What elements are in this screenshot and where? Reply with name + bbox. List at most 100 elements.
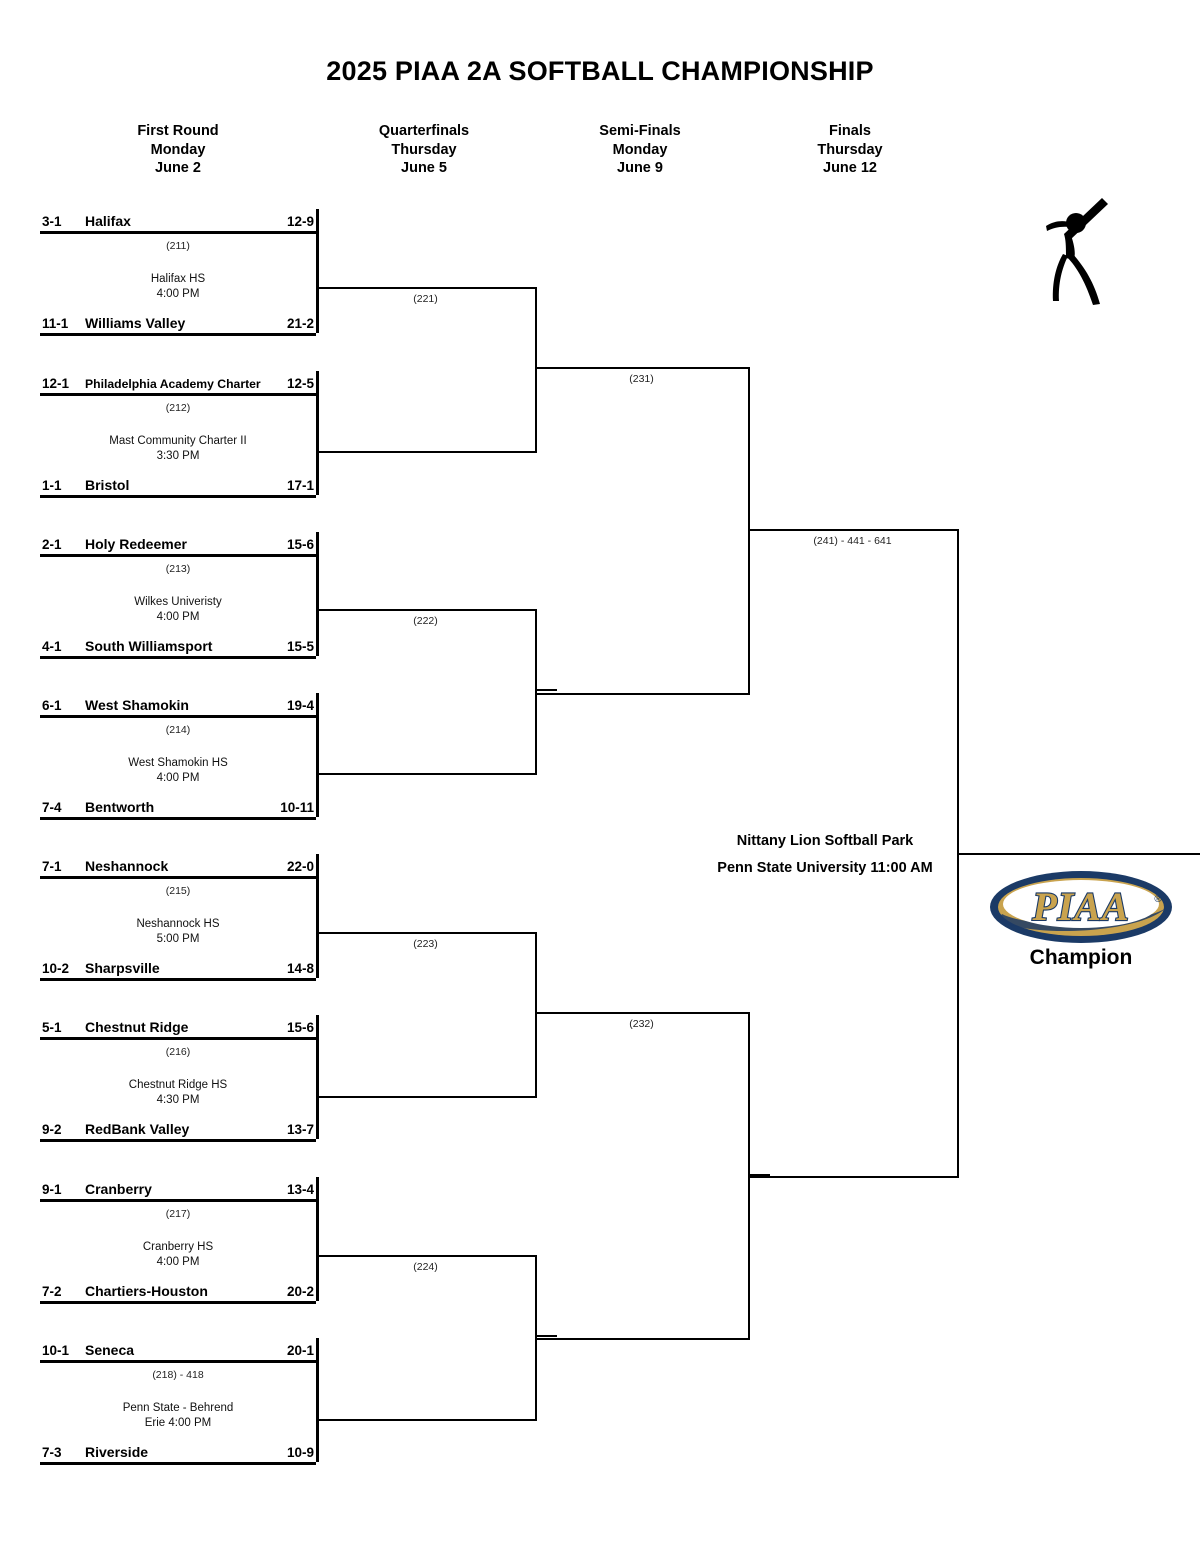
game-venue: Chestnut Ridge HS 4:30 PM <box>40 1078 316 1108</box>
venue-time: 4:00 PM <box>156 1256 200 1268</box>
bracket-slot-top[interactable]: 12-1 Philadelphia Academy Charter 12-5 <box>40 371 316 396</box>
bracket-slot-top[interactable]: 10-1 Seneca 20-1 <box>40 1338 316 1363</box>
round-day: Thursday <box>817 141 883 158</box>
slot-seed: 10-2 <box>42 961 70 976</box>
slot-record: 15-5 <box>286 639 314 654</box>
first-round-match[interactable]: 9-1 Cranberry 13-4 7-2 Chartiers-Houston… <box>40 1177 319 1304</box>
venue-name: Wilkes Univeristy <box>134 596 222 608</box>
slot-record: 13-4 <box>286 1182 314 1197</box>
round-header-finals: Finals Thursday June 12 <box>740 122 960 178</box>
bracket-slot-bottom[interactable]: 10-2 Sharpsville 14-8 <box>40 956 316 981</box>
semifinal-match[interactable]: (231) <box>535 367 750 695</box>
quarterfinal-advance-line <box>535 689 557 691</box>
champion-label: Champion <box>1029 946 1133 969</box>
bracket-slot-top[interactable]: 6-1 West Shamokin 19-4 <box>40 693 316 718</box>
svg-text:PIAA: PIAA <box>1031 884 1129 929</box>
game-code: (231) <box>629 373 654 385</box>
quarterfinal-match[interactable]: (224) <box>316 1255 537 1421</box>
slot-seed: 7-2 <box>42 1284 62 1299</box>
game-venue: Cranberry HS 4:00 PM <box>40 1240 316 1270</box>
game-venue: Wilkes Univeristy 4:00 PM <box>40 595 316 625</box>
slot-team: Seneca <box>85 1342 135 1358</box>
slot-seed: 7-4 <box>42 800 62 815</box>
game-venue: West Shamokin HS 4:00 PM <box>40 756 316 786</box>
bracket-slot-bottom[interactable]: 7-2 Chartiers-Houston 20-2 <box>40 1279 316 1304</box>
game-venue: Mast Community Charter II 3:30 PM <box>40 434 316 464</box>
bracket-slot-top[interactable]: 3-1 Halifax 12-9 <box>40 209 316 234</box>
bracket-slot-top[interactable]: 9-1 Cranberry 13-4 <box>40 1177 316 1202</box>
game-code: (211) <box>166 240 190 252</box>
first-round-match[interactable]: 6-1 West Shamokin 19-4 7-4 Bentworth 10-… <box>40 693 319 820</box>
slot-seed: 4-1 <box>42 639 62 654</box>
bracket-slot-top[interactable]: 5-1 Chestnut Ridge 15-6 <box>40 1015 316 1040</box>
bracket-slot-top[interactable]: 2-1 Holy Redeemer 15-6 <box>40 532 316 557</box>
round-day: Monday <box>150 141 206 158</box>
slot-record: 12-9 <box>286 214 314 229</box>
game-code: (222) <box>413 615 438 627</box>
round-date: June 12 <box>823 160 877 176</box>
bracket-slot-bottom[interactable]: 11-1 Williams Valley 21-2 <box>40 311 316 336</box>
first-round-match[interactable]: 10-1 Seneca 20-1 7-3 Riverside 10-9 (218… <box>40 1338 319 1465</box>
game-code: (232) <box>629 1018 654 1030</box>
slot-team: Williams Valley <box>85 315 186 331</box>
first-round-match[interactable]: 3-1 Halifax 12-9 11-1 Williams Valley 21… <box>40 209 319 336</box>
bracket-slot-bottom[interactable]: 1-1 Bristol 17-1 <box>40 473 316 498</box>
game-venue: Halifax HS 4:00 PM <box>40 272 316 302</box>
quarterfinal-match[interactable]: (221) <box>316 287 537 453</box>
slot-record: 10-9 <box>286 1445 314 1460</box>
venue-detail: Penn State University 11:00 AM <box>717 860 933 876</box>
slot-seed: 10-1 <box>42 1343 70 1358</box>
slot-team: Holy Redeemer <box>85 536 187 552</box>
round-day: Monday <box>612 141 668 158</box>
slot-team: South Williamsport <box>85 638 213 654</box>
bracket-slot-bottom[interactable]: 4-1 South Williamsport 15-5 <box>40 634 316 659</box>
game-code: (212) <box>165 402 191 414</box>
game-code: (221) <box>413 293 438 305</box>
round-name: Semi-Finals <box>599 123 681 139</box>
venue-name: Nittany Lion Softball Park <box>736 833 914 849</box>
page-title: 2025 PIAA 2A SOFTBALL CHAMPIONSHIP <box>326 56 874 86</box>
slot-record: 19-4 <box>286 698 314 713</box>
game-code: (217) <box>165 1208 191 1220</box>
round-header-first-round: First Round Monday June 2 <box>68 122 288 178</box>
first-round-match[interactable]: 2-1 Holy Redeemer 15-6 4-1 South William… <box>40 532 319 659</box>
slot-seed: 3-1 <box>42 214 62 229</box>
quarterfinal-match[interactable]: (223) <box>316 932 537 1098</box>
slot-team: West Shamokin <box>85 697 189 713</box>
venue-name: Neshannock HS <box>136 918 220 930</box>
round-date: June 9 <box>617 160 663 176</box>
venue-time: 4:00 PM <box>156 611 200 623</box>
game-code: (218) - 418 <box>152 1369 204 1381</box>
softball-batter-icon <box>1040 196 1120 306</box>
slot-seed: 1-1 <box>42 478 62 493</box>
slot-team: Chartiers-Houston <box>85 1283 208 1299</box>
round-name: Quarterfinals <box>378 123 470 139</box>
slot-team: Riverside <box>85 1444 149 1460</box>
bracket-slot-bottom[interactable]: 9-2 RedBank Valley 13-7 <box>40 1117 316 1142</box>
svg-text:®: ® <box>1154 894 1162 905</box>
round-header-quarterfinals: Quarterfinals Thursday June 5 <box>314 122 534 178</box>
first-round-match[interactable]: 5-1 Chestnut Ridge 15-6 9-2 RedBank Vall… <box>40 1015 319 1142</box>
slot-team: Bristol <box>85 477 130 493</box>
venue-time: 5:00 PM <box>156 933 200 945</box>
venue-time: 4:00 PM <box>156 772 200 784</box>
quarterfinal-match[interactable]: (222) <box>316 609 537 775</box>
game-venue: Neshannock HS 5:00 PM <box>40 917 316 947</box>
venue-name: Cranberry HS <box>142 1241 214 1253</box>
semifinal-advance-line <box>748 1174 770 1176</box>
slot-seed: 11-1 <box>42 316 69 331</box>
bracket-slot-bottom[interactable]: 7-4 Bentworth 10-11 <box>40 795 316 820</box>
venue-name: Chestnut Ridge HS <box>128 1079 228 1091</box>
bracket-slot-top[interactable]: 7-1 Neshannock 22-0 <box>40 854 316 879</box>
game-code: (215) <box>165 885 191 897</box>
slot-seed: 9-2 <box>42 1122 62 1137</box>
slot-record: 14-8 <box>286 961 314 976</box>
first-round-match[interactable]: 7-1 Neshannock 22-0 10-2 Sharpsville 14-… <box>40 854 319 981</box>
game-code: (223) <box>413 938 438 950</box>
slot-team: Bentworth <box>85 799 155 815</box>
champion-line <box>957 853 1200 855</box>
semifinal-match[interactable]: (232) <box>535 1012 750 1340</box>
first-round-match[interactable]: 12-1 Philadelphia Academy Charter 12-5 1… <box>40 371 319 498</box>
quarterfinal-advance-line <box>535 1335 557 1337</box>
bracket-slot-bottom[interactable]: 7-3 Riverside 10-9 <box>40 1440 316 1465</box>
